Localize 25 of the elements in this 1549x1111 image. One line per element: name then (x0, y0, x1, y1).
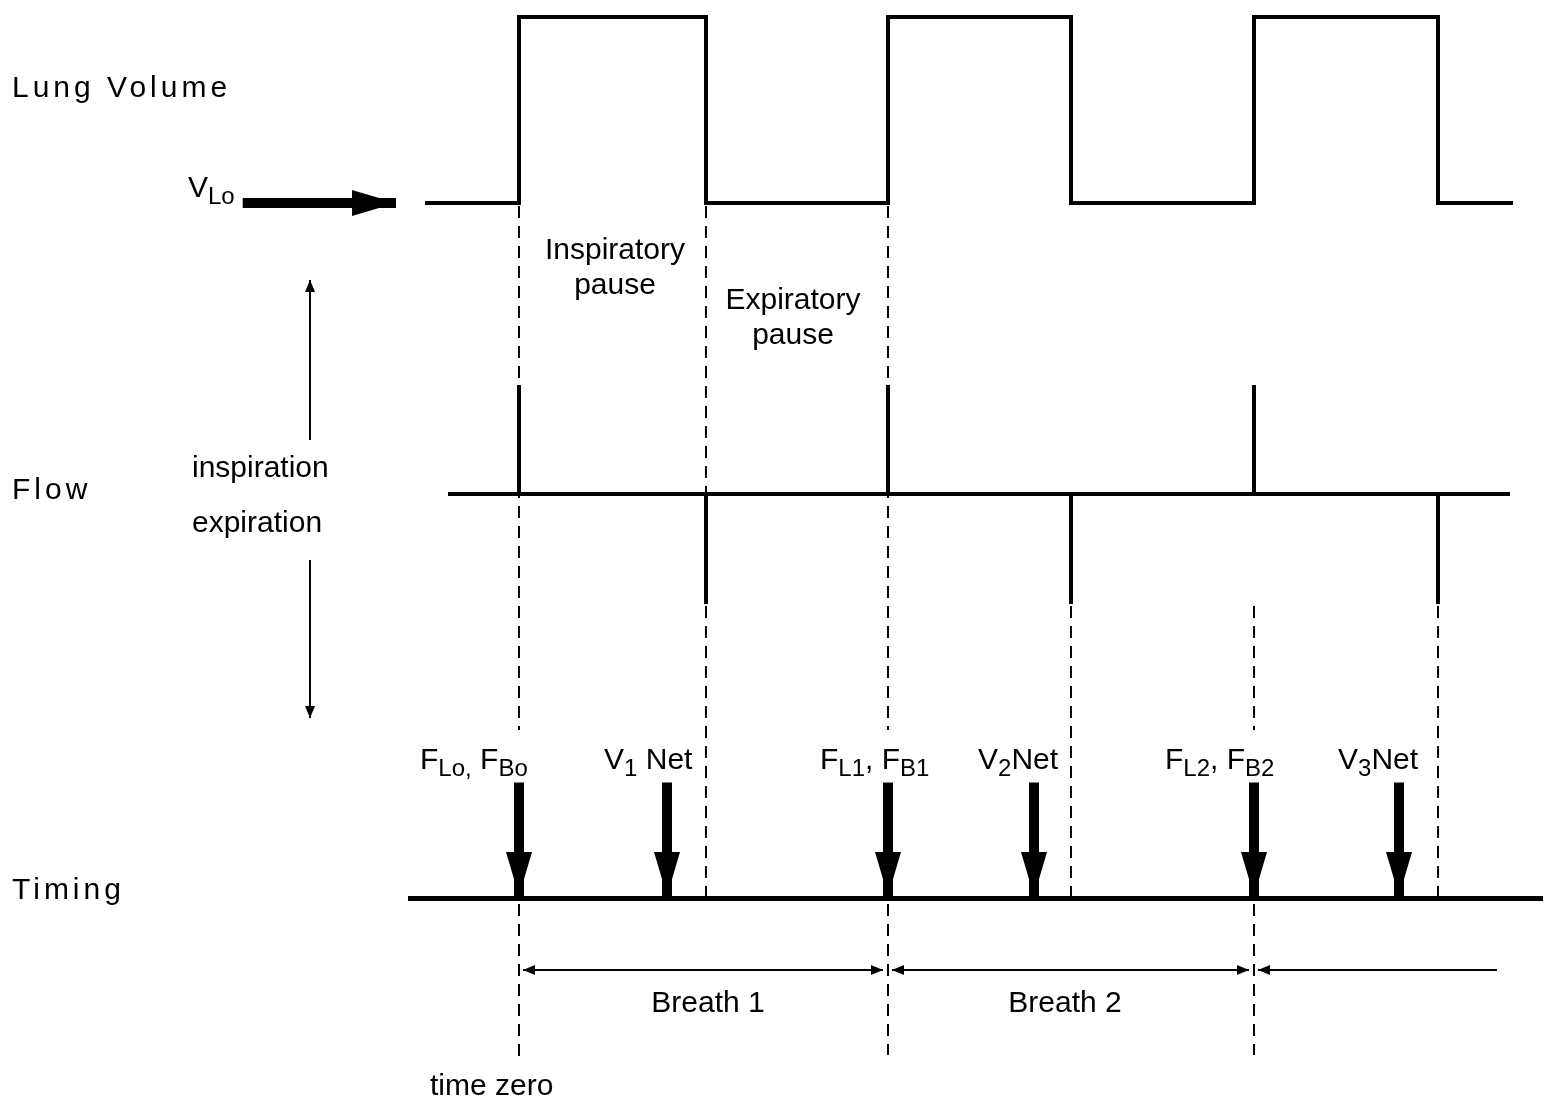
time-axis (408, 896, 1543, 901)
arrow (1241, 782, 1267, 896)
arrow (654, 782, 680, 896)
arrow (506, 782, 532, 896)
row-label: Timing (12, 872, 125, 907)
arrow (1021, 782, 1047, 896)
phase-label: Inspiratory pause (543, 232, 687, 301)
dimension-label: Breath 1 (650, 985, 766, 1020)
row-label: Lung Volume (12, 70, 232, 105)
direction-label: inspiration (192, 450, 329, 485)
row-label: Flow (12, 472, 92, 507)
arrow (1386, 782, 1412, 896)
event-label: F$_{L2}$, F$_{B2}$ (1165, 742, 1275, 777)
event-label: F$_{L1}$, F$_{B1}$ (820, 742, 930, 777)
arrow (242, 190, 396, 216)
dimension-label: Breath 2 (1007, 985, 1123, 1020)
arrow (875, 782, 901, 896)
phase-label: Expiratory pause (724, 282, 862, 351)
event-label: V$_{Lo}$ (188, 170, 235, 205)
time-label: time zero (430, 1068, 554, 1103)
event-label: V$_{2}$Net (978, 742, 1059, 777)
direction-label: expiration (192, 505, 323, 540)
event-label: V$_{3}$Net (1338, 742, 1419, 777)
event-label: V$_{1}$ Net (604, 742, 693, 777)
event-label: F$_{Lo,}$ F$_{Bo}$ (420, 742, 528, 777)
